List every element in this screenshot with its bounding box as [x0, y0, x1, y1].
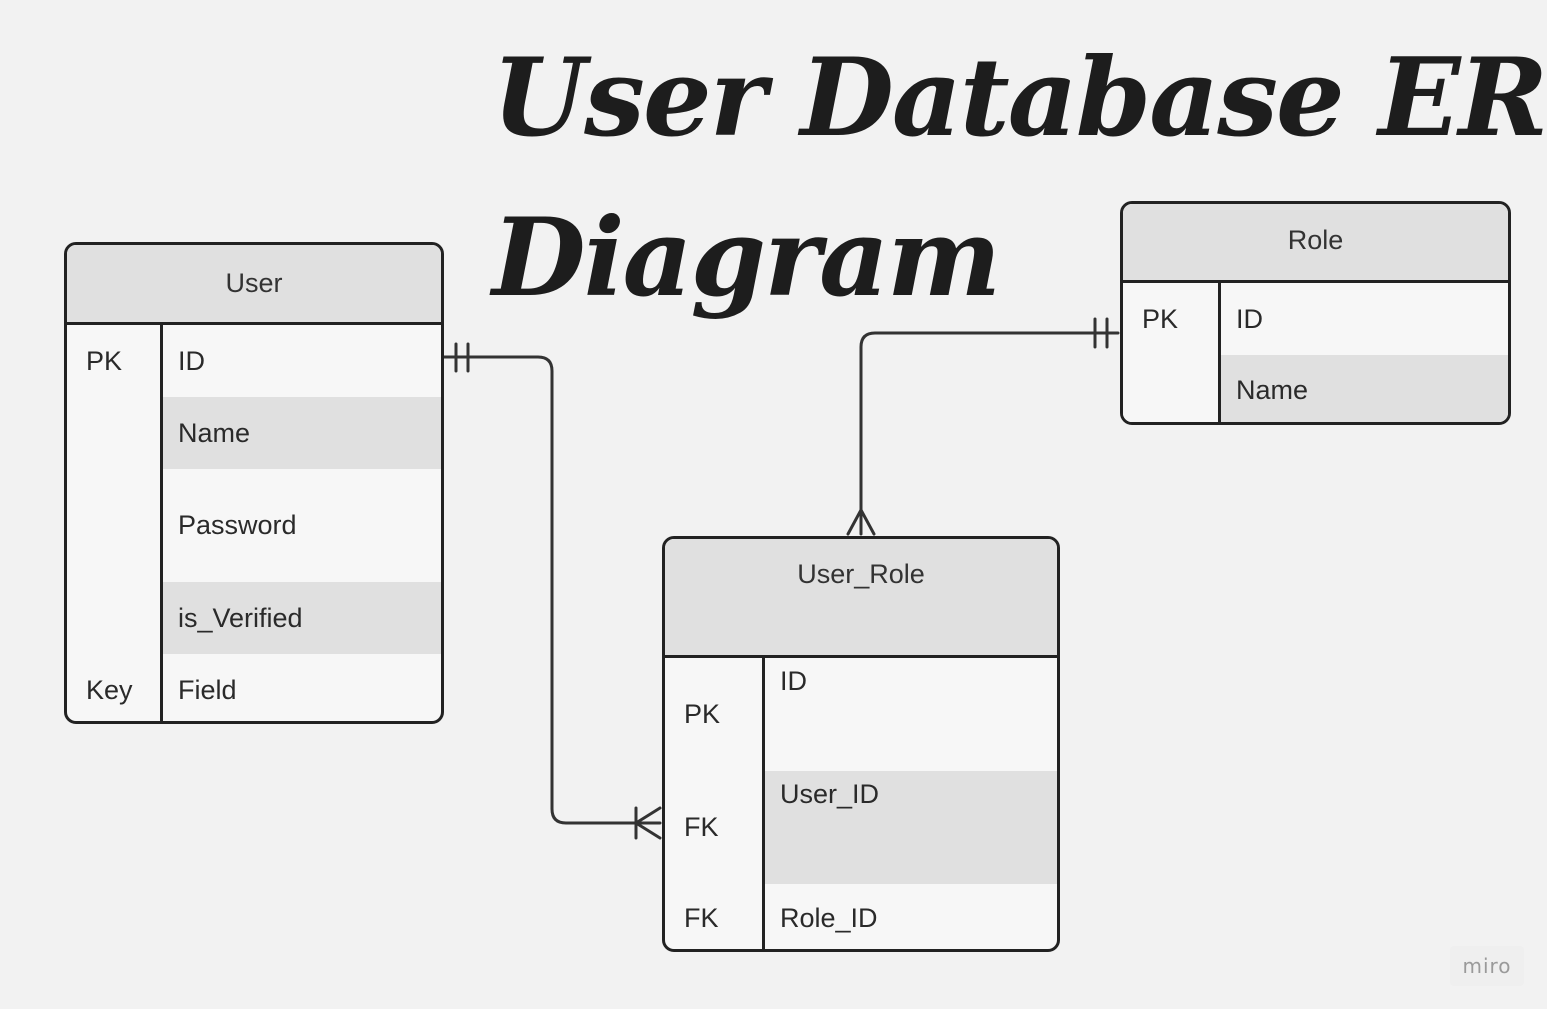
connector-role-to-userrole	[859, 331, 1120, 536]
key-cell: FK	[684, 902, 719, 933]
table-row: Key Field	[67, 654, 441, 721]
field-cell: User_ID	[780, 779, 880, 809]
entity-user-header: User	[67, 245, 441, 325]
diagram-title-line-1: User Database ER	[492, 35, 1547, 161]
field-cell: ID	[1236, 303, 1263, 334]
key-cell	[67, 397, 162, 469]
column-divider	[762, 658, 765, 949]
key-cell	[1123, 355, 1220, 422]
entity-role-body: PK ID Name	[1123, 283, 1508, 422]
table-row: is_Verified	[67, 582, 441, 654]
field-cell: Name	[1236, 374, 1309, 405]
field-cell: is_Verified	[178, 602, 303, 633]
table-row: PK ID	[665, 658, 1057, 771]
entity-role-header: Role	[1123, 204, 1508, 283]
entity-user-role-body: PK ID FK User_ID FK Role_ID	[665, 658, 1057, 949]
diagram-title-line-2: Diagram	[492, 195, 1001, 321]
connector-user-to-userrole	[442, 355, 662, 825]
field-cell: Name	[178, 417, 251, 448]
crows-foot-mark-userrole	[634, 806, 662, 840]
diagram-title: User Database ER Diagram	[492, 18, 1547, 338]
entity-role[interactable]: Role PK ID Name	[1120, 201, 1511, 425]
table-row: Name	[67, 397, 441, 469]
column-divider	[160, 325, 163, 721]
table-row: PK ID	[67, 325, 441, 397]
entity-user-role[interactable]: User_Role PK ID FK User_ID FK Role_ID	[662, 536, 1060, 952]
field-cell: ID	[178, 345, 205, 376]
field-cell: Field	[178, 674, 237, 705]
field-cell: Password	[178, 510, 297, 540]
entity-user-body: PK ID Name Password is_Verified Key Fiel…	[67, 325, 441, 721]
key-cell: PK	[684, 699, 721, 729]
table-row: FK Role_ID	[665, 884, 1057, 949]
key-cell: Key	[86, 674, 133, 705]
field-cell: ID	[780, 666, 807, 696]
key-cell: PK	[86, 345, 123, 376]
table-row: FK User_ID	[665, 771, 1057, 884]
table-row: PK ID	[1123, 283, 1508, 355]
miro-watermark: miro	[1450, 946, 1524, 986]
table-row: Password	[67, 469, 441, 582]
entity-user[interactable]: User PK ID Name Password is_Verified Key…	[64, 242, 444, 724]
key-cell: FK	[665, 771, 764, 884]
entity-user-role-header: User_Role	[665, 539, 1057, 658]
key-cell: PK	[1142, 303, 1179, 334]
key-cell	[67, 582, 162, 654]
crows-foot-mark-role	[846, 508, 876, 536]
key-cell	[67, 469, 162, 582]
field-cell: Role_ID	[780, 902, 878, 933]
column-divider	[1218, 283, 1221, 422]
table-row: Name	[1123, 355, 1508, 422]
